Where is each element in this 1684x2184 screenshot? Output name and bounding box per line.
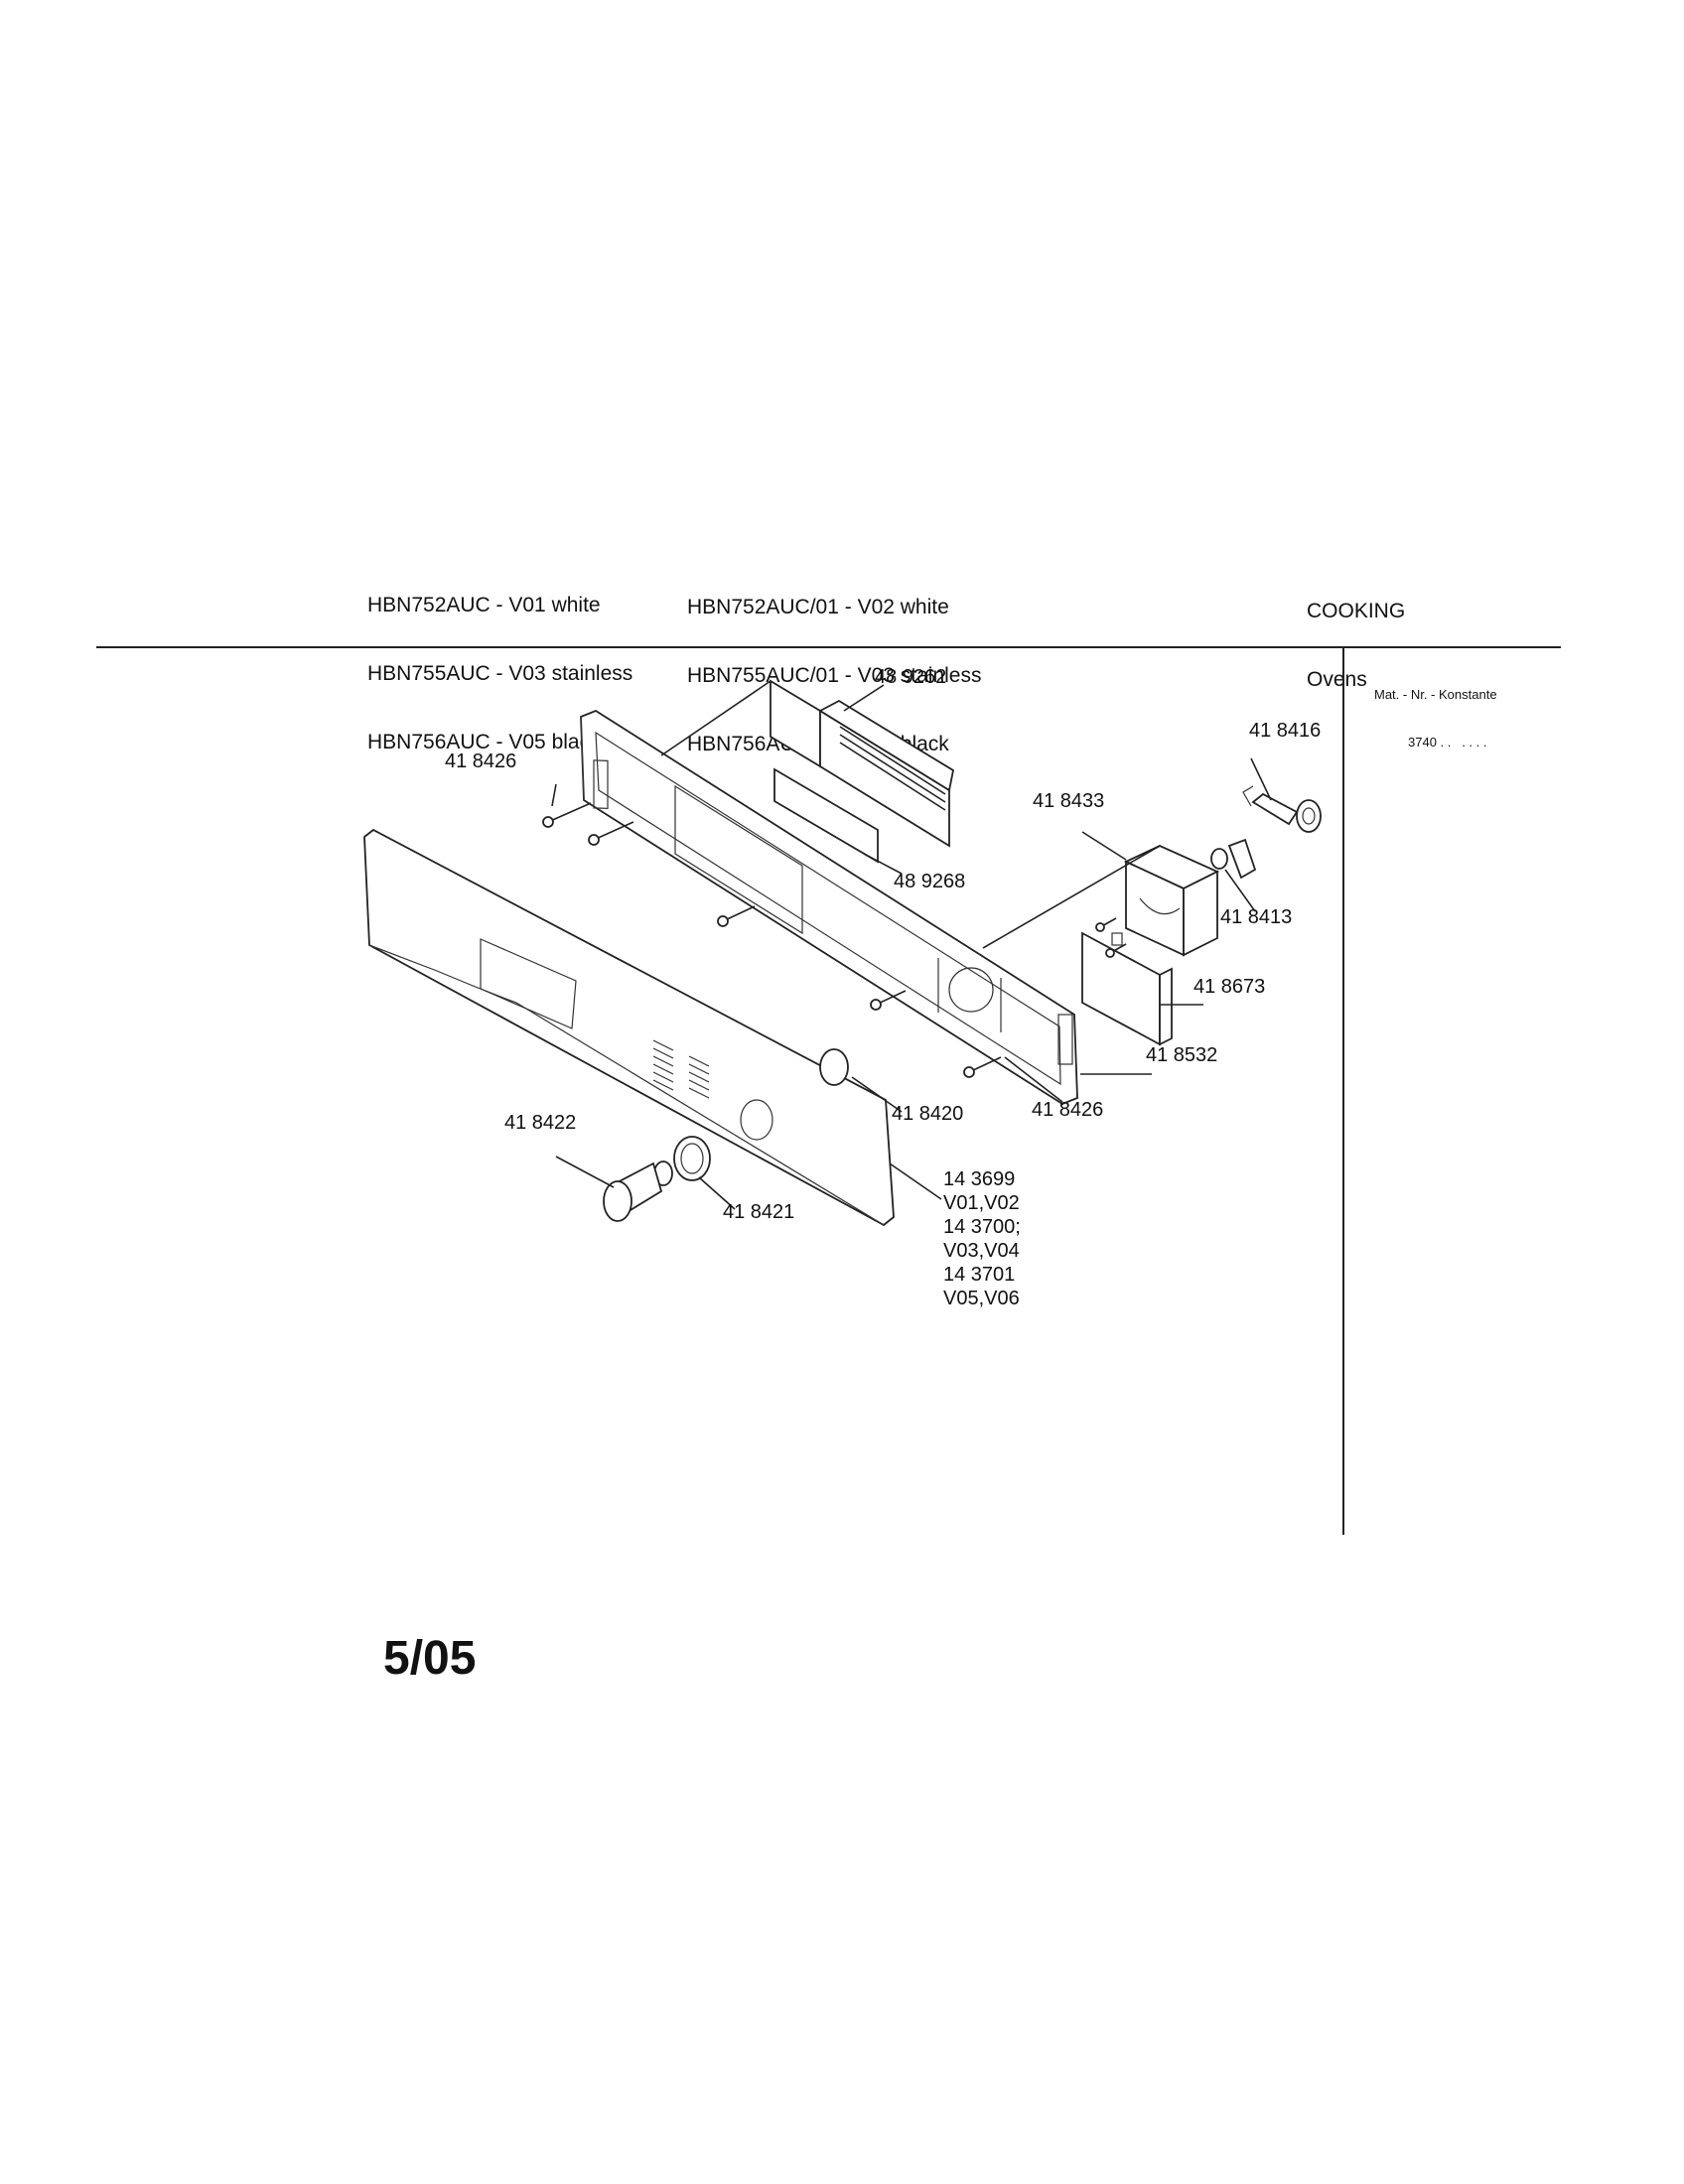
thermostat bbox=[1210, 785, 1322, 880]
side-divider bbox=[1342, 646, 1344, 1535]
fascia-panel bbox=[363, 828, 895, 1227]
category-subtitle: Ovens bbox=[1307, 668, 1367, 691]
circuit-board bbox=[1081, 931, 1173, 1046]
control-knob bbox=[603, 1160, 673, 1222]
panel-part-line: V01,V02 bbox=[943, 1192, 1020, 1214]
vent-slots bbox=[652, 1039, 710, 1099]
model-line: HBN752AUC/01 - V02 white bbox=[687, 596, 949, 618]
ring-418420 bbox=[819, 1048, 849, 1086]
part-label: 41 8426 bbox=[1032, 1099, 1103, 1121]
header-divider bbox=[96, 646, 1561, 648]
part-label: 41 8413 bbox=[1220, 906, 1292, 928]
panel-part-line: 14 3700; bbox=[943, 1216, 1021, 1238]
electronic-board bbox=[770, 679, 955, 848]
part-label: 48 9262 bbox=[875, 666, 946, 688]
part-label: 41 8420 bbox=[892, 1103, 963, 1125]
model-line: HBN756AUC - V05 black bbox=[367, 731, 601, 753]
category-title: COOKING bbox=[1307, 600, 1406, 622]
material-label: Mat. - Nr. - Konstante bbox=[1374, 687, 1497, 702]
part-label: 41 8416 bbox=[1249, 720, 1321, 742]
part-label: 41 8426 bbox=[445, 751, 516, 772]
panel-part-line: V05,V06 bbox=[943, 1288, 1020, 1309]
bracket bbox=[1123, 845, 1220, 957]
part-label: 41 8532 bbox=[1146, 1044, 1217, 1066]
model-line: HBN752AUC - V01 white bbox=[367, 594, 601, 616]
control-frame bbox=[580, 709, 1078, 1106]
part-label: 41 8422 bbox=[504, 1112, 576, 1134]
part-label: 48 9268 bbox=[894, 871, 965, 892]
part-label: 41 8421 bbox=[723, 1201, 794, 1223]
part-label: 41 8673 bbox=[1193, 976, 1265, 998]
model-line: HBN755AUC/01 - V03 stainless bbox=[687, 664, 982, 687]
panel-part-line: 14 3701 bbox=[943, 1264, 1015, 1286]
ring-418421 bbox=[673, 1136, 711, 1181]
leader-lines bbox=[551, 680, 1272, 1210]
page-number: 5/05 bbox=[383, 1632, 477, 1685]
panel-part-numbers: 14 3699 V01,V02 14 3700; V03,V04 14 3701… bbox=[943, 1168, 1021, 1309]
model-line: HBN755AUC - V03 stainless bbox=[367, 662, 633, 685]
part-label: 41 8433 bbox=[1033, 790, 1104, 812]
material-number-block: Mat. - Nr. - Konstante 3740 . . . . . . bbox=[1374, 655, 1497, 766]
model-list-left: HBN752AUC - V01 white HBN755AUC - V03 st… bbox=[367, 548, 632, 776]
screws bbox=[542, 802, 1127, 1078]
panel-part-line: V03,V04 bbox=[943, 1240, 1020, 1262]
panel-part-line: 14 3699 bbox=[943, 1168, 1015, 1190]
category-block: COOKING Ovens bbox=[1307, 554, 1405, 714]
material-code: 3740 . . . . . . bbox=[1408, 735, 1487, 750]
